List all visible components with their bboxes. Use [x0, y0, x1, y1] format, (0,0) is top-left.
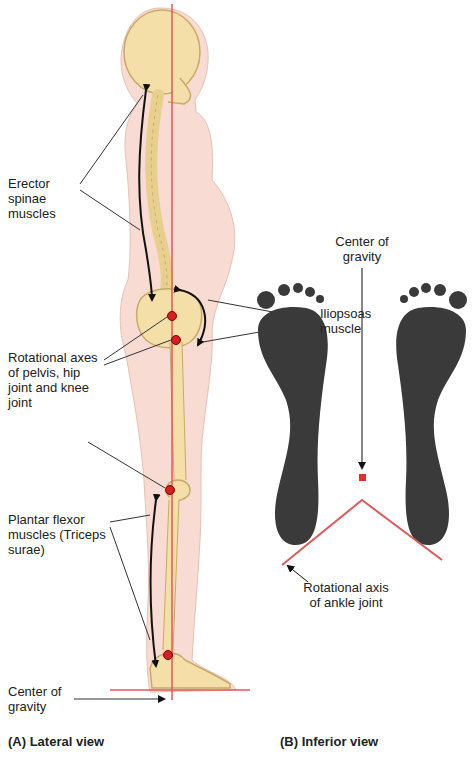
femur: [176, 342, 180, 480]
panel-caption: (A) Lateral view: [8, 734, 208, 749]
plantar-arrow: [151, 500, 156, 666]
gravity-pointer: [362, 268, 363, 468]
gravity-point: [359, 474, 366, 481]
iliopsoas-arrow: [180, 290, 205, 345]
pelvis-axis: [168, 312, 177, 321]
skull: [124, 10, 200, 94]
tibia: [168, 500, 174, 650]
ground-line: [110, 689, 250, 691]
spine: [151, 95, 167, 305]
ankle-pointer: [288, 566, 308, 582]
muscle-label: Erector spinae muscles: [8, 176, 80, 221]
gravity-label: Center of gravity: [322, 234, 402, 264]
foot-bones: [150, 653, 230, 688]
tibia-edge: [163, 500, 179, 650]
gravity-label: Center of gravity: [8, 684, 74, 714]
knee-axis: [166, 486, 175, 495]
leader-lines: [74, 95, 316, 699]
muscle-label: Iliopsoas muscle: [320, 306, 400, 336]
body-silhouette: [120, 8, 236, 692]
muscle-label: Plantar flexor muscles (Triceps surae): [8, 512, 112, 557]
ankle-axis: [164, 651, 173, 660]
spine-edge: [151, 95, 167, 305]
erector-arrow: [139, 90, 152, 300]
ankle-axis-line: [282, 500, 442, 565]
axis-label: Rotational axis of ankle joint: [300, 580, 392, 610]
pelvis: [137, 289, 202, 348]
panel-caption: (B) Inferior view: [280, 734, 470, 749]
hip-axis: [172, 336, 181, 345]
gravity-line: [171, 4, 173, 700]
axis-label: Rotational axes of pelvis, hip joint and…: [8, 350, 102, 410]
